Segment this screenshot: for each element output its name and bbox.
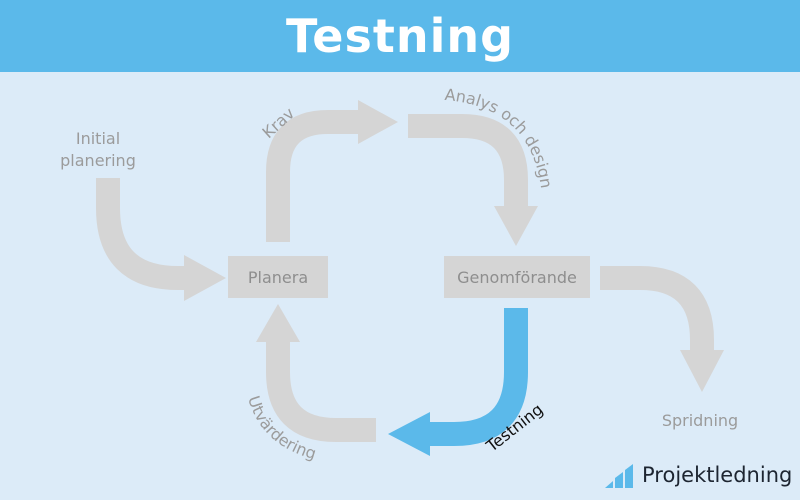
label-initial-line1: Initial xyxy=(76,129,120,148)
node-planera xyxy=(228,256,328,298)
page-title: Testning xyxy=(285,9,515,63)
arrowhead-spridning xyxy=(680,350,724,392)
arrow-utvardering xyxy=(266,340,376,442)
arrow-analys xyxy=(408,114,528,208)
bar-chart-icon xyxy=(605,464,633,488)
label-initial-line2: planering xyxy=(60,151,136,170)
arrowhead-initial xyxy=(184,255,226,301)
brand-name: Projektledning xyxy=(642,463,793,487)
arrowhead-analys xyxy=(494,206,538,246)
arrow-spridning xyxy=(600,266,714,352)
arrowhead-utvardering xyxy=(256,304,300,342)
node-planera-label: Planera xyxy=(248,268,308,287)
arrowhead-testning xyxy=(388,412,430,456)
arrow-initial-to-planera xyxy=(96,178,186,290)
node-genomforande xyxy=(444,256,590,298)
label-spridning: Spridning xyxy=(662,411,738,430)
arrow-testning xyxy=(428,308,528,446)
arrowhead-krav xyxy=(358,100,398,144)
arrow-krav xyxy=(266,110,360,242)
brand-logo: Projektledning xyxy=(604,459,792,491)
node-genomforande-label: Genomförande xyxy=(457,268,577,287)
header-bar xyxy=(0,0,800,72)
